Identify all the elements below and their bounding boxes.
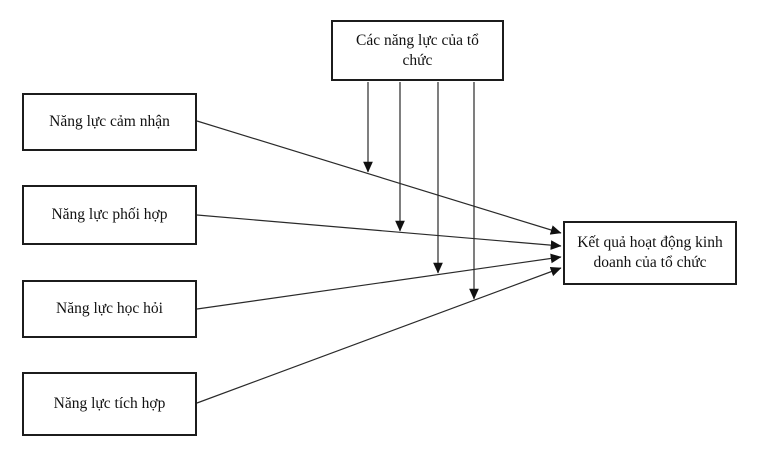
node-predictor-sensing: Năng lực cảm nhận — [22, 93, 197, 151]
arrow-coordinating-to-performance — [196, 214, 562, 250]
node-predictor-integrating-label: Năng lực tích hợp — [53, 395, 166, 413]
node-moderator: Các năng lực của tổ chức — [331, 20, 504, 81]
arrow-learning-to-performance — [196, 253, 562, 310]
node-predictor-coordinating: Năng lực phối hợp — [22, 185, 197, 245]
node-predictor-integrating: Năng lực tích hợp — [22, 372, 197, 436]
node-predictor-learning-label: Năng lực học hỏi — [56, 300, 163, 318]
node-predictor-learning: Năng lực học hỏi — [22, 280, 197, 338]
arrow-integrating-to-performance — [196, 267, 562, 404]
node-outcome: Kết quả hoạt động kinh doanh của tổ chức — [563, 221, 737, 285]
node-outcome-label: Kết quả hoạt động kinh doanh của tổ chức — [577, 234, 723, 271]
node-predictor-sensing-label: Năng lực cảm nhận — [49, 113, 170, 131]
node-moderator-label: Các năng lực của tổ chức — [356, 31, 479, 69]
arrow-sensing-to-performance — [196, 120, 562, 235]
node-predictor-coordinating-label: Năng lực phối hợp — [51, 206, 168, 224]
